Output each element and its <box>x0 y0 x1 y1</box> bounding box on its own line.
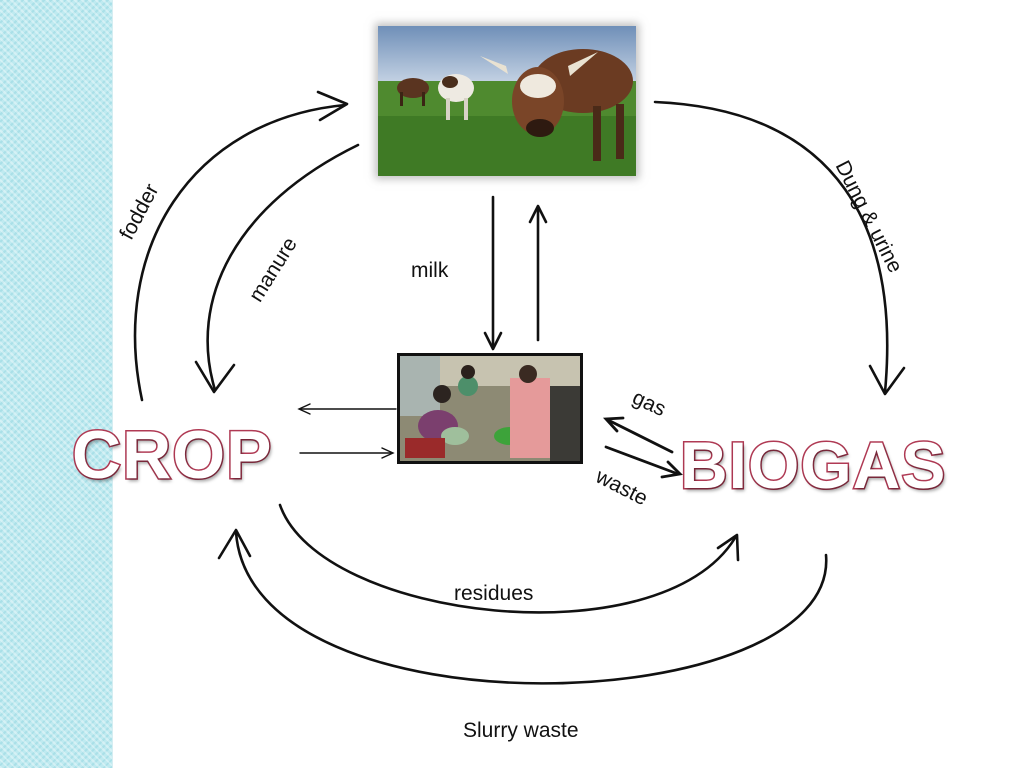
milk-up-arrowhead <box>528 204 548 224</box>
crop-node: CROP <box>70 417 273 493</box>
residues-label: residues <box>454 582 534 605</box>
waste-arrow <box>604 445 680 476</box>
gas-arrowhead <box>602 416 625 433</box>
slurry-arrow <box>234 530 828 685</box>
cattle-photo <box>378 26 636 176</box>
people-image <box>400 356 580 461</box>
dung-urine-arrowhead <box>868 364 906 396</box>
residues-arrow <box>278 503 737 614</box>
fodder-arrowhead <box>316 90 349 122</box>
milk-label: milk <box>411 259 449 282</box>
people-photo <box>397 353 583 464</box>
biogas-node: BIOGAS <box>678 428 947 502</box>
waste-arrowhead <box>660 460 683 479</box>
decorative-side-band <box>0 0 113 768</box>
dung-urine-arrow <box>653 100 889 394</box>
slurry-waste-label: Slurry waste <box>463 719 579 742</box>
people-to-crop-arrowhead <box>297 403 311 415</box>
milk-down-arrowhead <box>483 331 503 351</box>
residues-arrowhead <box>716 533 740 562</box>
manure-arrow <box>206 143 360 392</box>
slurry-arrowhead <box>217 528 252 560</box>
gas-arrow <box>606 418 674 454</box>
fodder-arrow <box>133 103 347 402</box>
manure-arrowhead <box>194 360 236 394</box>
crop-to-people-arrowhead <box>381 447 395 459</box>
cattle-image <box>378 26 636 176</box>
